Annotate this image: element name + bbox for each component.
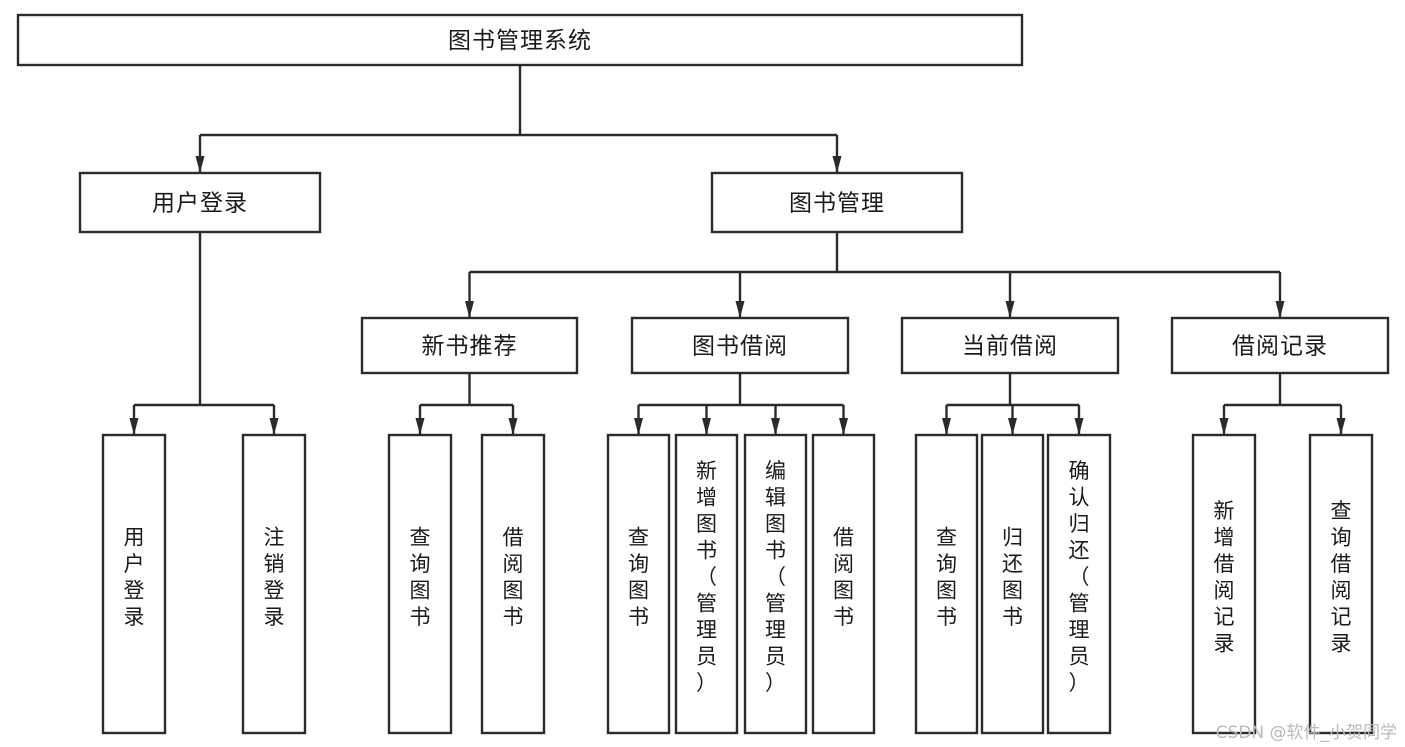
arrow-head-icon [465,301,474,318]
node-label: 查询图书 [410,525,431,629]
node-l3-bor-edit[interactable]: 编辑图书（管理员） [743,433,808,735]
node-l1-book[interactable]: 图书管理 [710,171,964,234]
connector-layer [129,65,1346,435]
node-label: 图书管理系统 [448,28,592,54]
node-label: 新增图书（管理员） [696,459,717,695]
node-l3-cur-return[interactable]: 归还图书 [980,433,1045,735]
arrow-head-icon [1219,418,1229,435]
node-l3-bor-query[interactable]: 查询图书 [606,433,671,735]
node-box [360,316,579,375]
node-label: 当前借阅 [962,334,1058,360]
node-box [914,433,979,735]
node-box [1191,433,1257,735]
node-label: 查询图书 [936,525,957,629]
node-box [980,433,1045,735]
node-label: 编辑图书（管理员） [765,459,786,695]
arrow-head-icon [771,418,780,435]
node-box [674,433,739,735]
node-l3-user-login[interactable]: 用户登录 [101,433,167,735]
edge-group-l1-user [129,232,279,435]
node-l3-new-borrow[interactable]: 借阅图书 [480,433,546,735]
arrow-head-icon [415,418,425,435]
node-label: 借阅图书 [503,525,524,629]
arrow-head-icon [634,418,643,435]
node-box [710,171,964,234]
edge-group-l1-book [465,232,1285,318]
arrow-head-icon [269,418,279,435]
node-box [1308,433,1374,735]
node-box [811,433,876,735]
node-box [1170,316,1390,375]
csdn-watermark: CSDN @软件_小贺同学 [1215,723,1397,743]
node-layer: 图书管理系统用户登录图书管理新书推荐图书借阅当前借阅借阅记录用户登录注销登录查询… [16,13,1390,735]
edge-group-l2-current [942,373,1084,435]
node-box [630,316,850,375]
node-l3-bor-add[interactable]: 新增图书（管理员） [674,433,739,735]
node-l2-newbook[interactable]: 新书推荐 [360,316,579,375]
node-l1-user[interactable]: 用户登录 [78,171,322,234]
edge-group-l2-newbook [415,373,518,435]
node-label: 注销登录 [264,525,285,629]
node-label: 借阅记录 [1232,334,1328,360]
node-box [606,433,671,735]
edge-group-l2-borrow [634,373,848,435]
node-box [900,316,1120,375]
node-l3-rec-query[interactable]: 查询借阅记录 [1308,433,1374,735]
arrow-head-icon [195,156,205,173]
arrow-head-icon [1275,301,1285,318]
node-box [387,433,453,735]
node-l2-record[interactable]: 借阅记录 [1170,316,1390,375]
node-label: 借阅图书 [833,525,854,629]
node-label: 用户登录 [124,525,145,629]
node-box [101,433,167,735]
node-label: 归还图书 [1002,525,1023,629]
arrow-head-icon [735,301,745,318]
arrow-head-icon [839,418,848,435]
node-label: 新书推荐 [422,334,518,360]
arrow-head-icon [129,418,139,435]
arrow-head-icon [508,418,518,435]
node-l2-current[interactable]: 当前借阅 [900,316,1120,375]
edge-group-root [195,65,842,173]
node-label: 图书管理 [789,191,885,217]
node-root[interactable]: 图书管理系统 [16,13,1024,67]
node-l3-cur-query[interactable]: 查询图书 [914,433,979,735]
node-label: 用户登录 [152,191,248,217]
arrow-head-icon [702,418,711,435]
node-box [78,171,322,234]
node-label: 确认归还（管理员） [1069,459,1090,695]
arrow-head-icon [1005,301,1015,318]
arrow-head-icon [942,418,951,435]
node-l3-cur-confirm[interactable]: 确认归还（管理员） [1046,433,1112,735]
node-label: 查询图书 [628,525,649,629]
node-label: 图书借阅 [692,334,788,360]
node-label: 新增借阅记录 [1214,499,1235,656]
node-l2-borrow[interactable]: 图书借阅 [630,316,850,375]
arrow-head-icon [1074,418,1084,435]
node-l3-new-query[interactable]: 查询图书 [387,433,453,735]
node-box [743,433,808,735]
node-box [1046,433,1112,735]
arrow-head-icon [1008,418,1017,435]
edge-group-l2-record [1219,373,1346,435]
node-l3-user-logout[interactable]: 注销登录 [241,433,307,735]
arrow-head-icon [1336,418,1346,435]
node-box [241,433,307,735]
node-box [480,433,546,735]
node-l3-bor-lend[interactable]: 借阅图书 [811,433,876,735]
node-l3-rec-add[interactable]: 新增借阅记录 [1191,433,1257,735]
node-box [16,13,1024,67]
arrow-head-icon [832,156,842,173]
node-label: 查询借阅记录 [1331,499,1352,656]
